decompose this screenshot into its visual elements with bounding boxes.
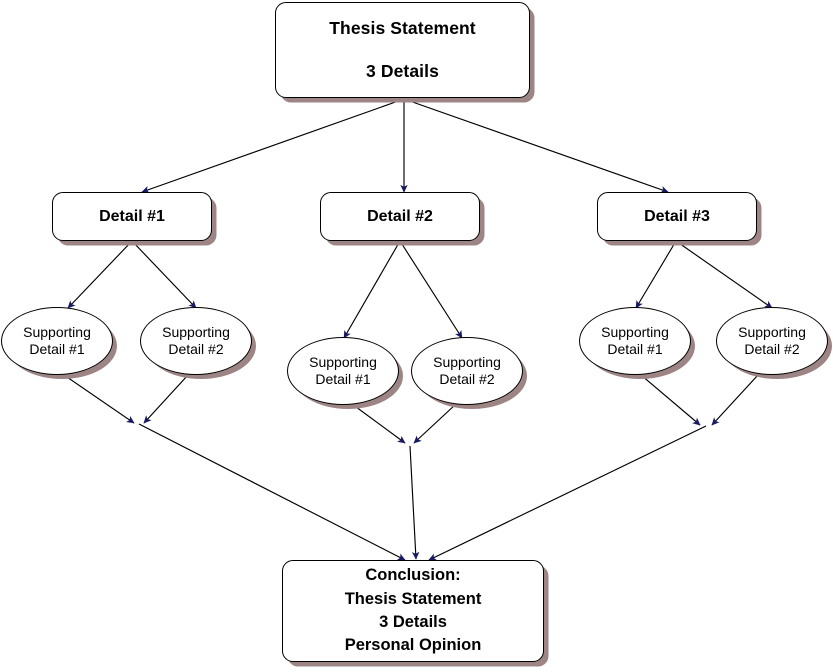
detail-3-label: Detail #3 (644, 207, 710, 225)
edge-g1support2-to-merge (143, 374, 189, 424)
supporting-3-2-line-1: Supporting (738, 323, 806, 340)
supporting-2-1-line-1: Supporting (309, 353, 377, 370)
edge-g2support2-to-merge (413, 403, 457, 444)
node-supporting-detail-2-group-3[interactable]: Supporting Detail #2 (716, 307, 828, 375)
edge-right-branch-to-conclusion (428, 425, 707, 561)
supporting-2-2-line-1: Supporting (433, 353, 501, 370)
supporting-3-1-line-1: Supporting (601, 323, 669, 340)
edge-detail1-to-support1 (67, 240, 133, 309)
conclusion-line-2: Thesis Statement (344, 589, 482, 608)
node-detail-3[interactable]: Detail #3 (597, 192, 757, 241)
edge-left-branch-to-conclusion (138, 423, 406, 561)
node-supporting-detail-1-group-1[interactable]: Supporting Detail #1 (1, 307, 113, 375)
supporting-2-2-line-2: Detail #2 (439, 371, 495, 387)
detail-1-label: Detail #1 (99, 207, 165, 225)
edge-detail1-to-support2 (131, 240, 197, 309)
supporting-3-2-line-2: Detail #2 (744, 341, 800, 357)
edge-g1support1-to-merge (63, 374, 135, 424)
edge-thesis-to-detail1 (141, 98, 405, 194)
conclusion-line-3: 3 Details (379, 613, 447, 631)
supporting-1-1-line-1: Supporting (23, 323, 91, 340)
node-supporting-detail-1-group-2[interactable]: Supporting Detail #1 (287, 337, 399, 405)
node-detail-1[interactable]: Detail #1 (52, 192, 212, 241)
node-supporting-detail-2-group-2[interactable]: Supporting Detail #2 (411, 337, 523, 405)
edge-center-branch-to-conclusion (409, 445, 420, 560)
supporting-1-2-line-2: Detail #2 (168, 341, 224, 357)
edge-detail2-to-support1 (343, 240, 401, 339)
node-detail-2[interactable]: Detail #2 (320, 192, 480, 241)
conclusion-line-4: Personal Opinion (344, 636, 482, 655)
edge-detail3-to-support1 (635, 240, 677, 309)
edge-g3support2-to-merge (711, 374, 759, 426)
conclusion-line-1: Conclusion: (365, 566, 461, 585)
node-supporting-detail-1-group-3[interactable]: Supporting Detail #1 (579, 307, 691, 375)
edge-g2support1-to-merge (351, 403, 406, 444)
edge-g3support1-to-merge (640, 374, 701, 426)
supporting-1-2-line-1: Supporting (162, 323, 230, 340)
supporting-3-1-line-2: Detail #1 (607, 341, 663, 357)
thesis-line-1: Thesis Statement (329, 18, 476, 38)
supporting-2-1-line-2: Detail #1 (315, 371, 371, 387)
node-thesis-statement[interactable]: Thesis Statement 3 Details (275, 2, 530, 98)
edge-thesis-to-detail3 (403, 98, 669, 194)
supporting-1-1-line-2: Detail #1 (29, 341, 85, 357)
detail-2-label: Detail #2 (367, 207, 433, 225)
node-conclusion[interactable]: Conclusion: Thesis Statement 3 Details P… (282, 560, 544, 662)
edge-detail2-to-support2 (399, 240, 463, 339)
thesis-line-2: 3 Details (366, 61, 439, 81)
edge-detail3-to-support2 (675, 240, 773, 309)
node-supporting-detail-2-group-1[interactable]: Supporting Detail #2 (140, 307, 252, 375)
